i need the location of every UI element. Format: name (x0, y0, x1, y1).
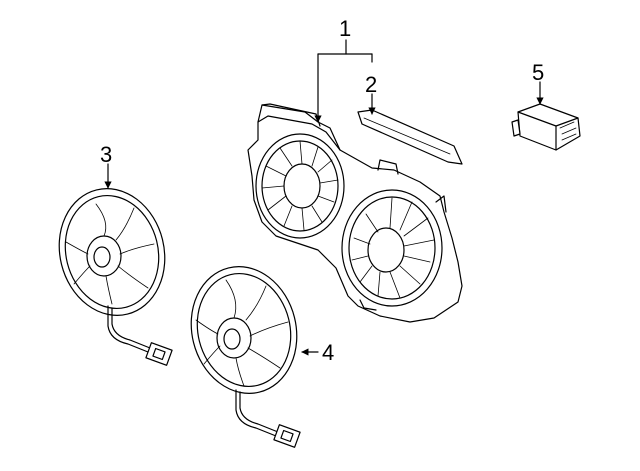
callout-3: 3 (100, 142, 112, 167)
callout-5: 5 (532, 60, 544, 85)
fan-motor-left[interactable] (46, 177, 178, 366)
seal-strip[interactable] (357, 109, 463, 165)
leader-lines (104, 39, 544, 356)
fan-shroud-assembly[interactable] (247, 103, 463, 323)
callout-2: 2 (365, 72, 377, 97)
callout-1: 1 (339, 16, 351, 41)
callout-4: 4 (322, 340, 334, 365)
fan-relay[interactable] (511, 103, 581, 151)
fan-motor-right[interactable] (178, 255, 310, 448)
